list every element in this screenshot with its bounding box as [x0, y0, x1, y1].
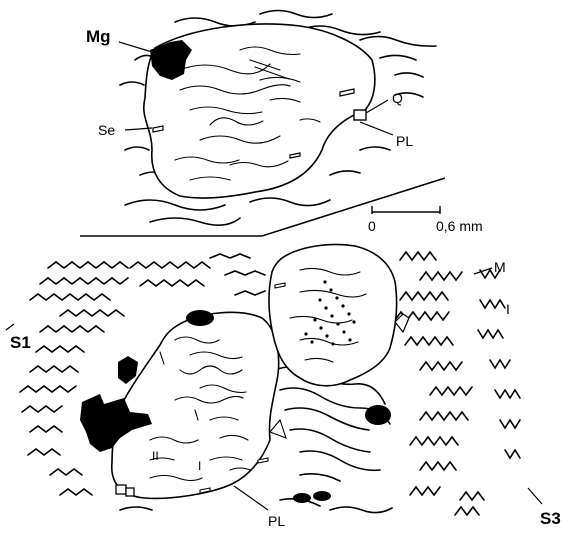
quartz-box-bottom-left [116, 485, 126, 494]
label-mg: Mg [86, 27, 111, 46]
label-pl-top: PL [396, 133, 413, 149]
bottom-panel: S1 S3 M I II I PL [6, 245, 561, 530]
label-se: Se [98, 122, 115, 138]
label-m: M [494, 259, 506, 275]
opaque-grain-bottom-2 [313, 491, 331, 501]
pressure-shadow [270, 420, 286, 438]
quartz-box-bottom-left-2 [126, 488, 134, 496]
label-q: Q [392, 90, 403, 106]
opaque-grain-top-edge [186, 310, 214, 326]
opaque-grain-left-small [118, 356, 138, 384]
top-panel: 0 0,6 mm Mg Se Q PL [80, 11, 483, 237]
label-ii-inner: II [152, 449, 159, 463]
scale-bar-end-label: 0,6 mm [436, 218, 483, 234]
label-pl-bottom: PL [268, 513, 285, 529]
left-bottom-grain-outline [112, 312, 279, 498]
label-i-right: I [506, 301, 510, 317]
scale-bar: 0 0,6 mm [368, 206, 483, 234]
scale-bar-start-label: 0 [368, 218, 376, 234]
opaque-grain-matrix [365, 405, 391, 425]
quartz-grain-top [354, 110, 366, 120]
label-s1: S1 [10, 333, 31, 352]
opaque-grain-bottom-1 [293, 493, 311, 503]
label-s3: S3 [540, 509, 561, 528]
label-i-inner: I [198, 459, 201, 473]
